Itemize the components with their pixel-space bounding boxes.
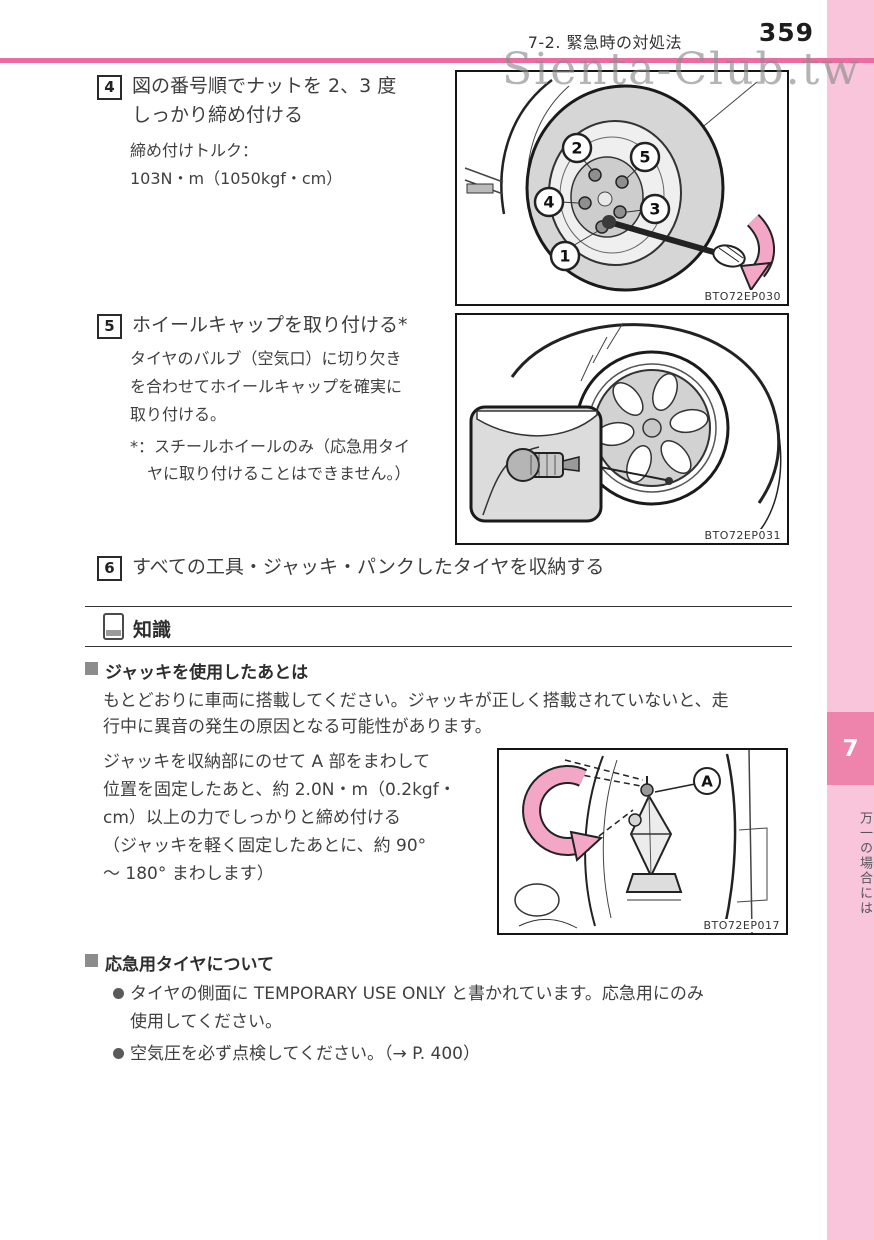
jack-detail: ジャッキを収納部にのせて A 部をまわして 位置を固定したあと、約 2.0N・m… — [103, 752, 456, 884]
bullet-icon — [113, 988, 124, 999]
figure-wheel-cap: BTO72EP031 — [455, 313, 789, 545]
step-6: 6 すべての工具・ジャッキ・パンクしたタイヤを収納する — [97, 553, 797, 582]
chapter-strip — [827, 0, 874, 1240]
figure-code: BTO72EP031 — [701, 529, 784, 542]
step-6-title: すべての工具・ジャッキ・パンクしたタイヤを収納する — [132, 556, 605, 578]
step-5: 5 ホイールキャップを取り付ける* — [97, 311, 452, 340]
step-number-badge: 5 — [97, 314, 122, 339]
chapter-tab: 7 — [827, 712, 874, 785]
valve-position — [665, 477, 673, 485]
svg-text:3: 3 — [649, 200, 660, 219]
step-number-badge: 6 — [97, 556, 122, 581]
point-a-marker — [693, 767, 721, 795]
svg-text:1: 1 — [559, 247, 570, 266]
section-square-icon — [85, 662, 98, 675]
section-square-icon — [85, 954, 98, 967]
hand — [712, 244, 746, 268]
nut-order-markers: 2 5 4 3 1 — [533, 132, 671, 272]
step-number-badge: 4 — [97, 75, 122, 100]
figure-code: BTO72EP030 — [701, 290, 784, 303]
rotation-arrow-head — [569, 830, 604, 862]
svg-text:5: 5 — [639, 148, 650, 167]
chapter-label: 万一の場合には — [857, 810, 872, 916]
divider — [85, 606, 792, 607]
figure-nut-tightening: 2 5 4 3 1 BTO72EP030 — [455, 70, 789, 306]
breadcrumb: 7-2. 緊急時の対処法 — [527, 33, 682, 52]
step-4-title: 図の番号順でナットを 2、3 度 しっかり締め付ける — [132, 75, 397, 126]
valve — [506, 448, 540, 482]
svg-text:A: A — [701, 772, 713, 790]
wheel-wrench-illustration: 2 5 4 3 1 — [464, 78, 775, 293]
svg-text:2: 2 — [571, 139, 582, 158]
rotation-arrow-head — [739, 261, 773, 293]
figure-code: BTO72EP017 — [700, 919, 783, 932]
figure-jack-stowing: A BTO72EP017 — [497, 748, 788, 935]
bullet-icon — [113, 1048, 124, 1059]
jack — [625, 776, 683, 901]
spare-tire-heading: 応急用タイヤについて — [85, 950, 274, 975]
step-4-detail: 締め付けトルク： 103N・m（1050kgf・cm） — [130, 141, 343, 188]
jack-after-use-heading: ジャッキを使用したあとは — [85, 658, 308, 683]
step-5-note: *：スチールホイールのみ（応急用タイ ヤに取り付けることはできません。） — [130, 437, 411, 483]
wheel-cap-illustration — [469, 322, 782, 540]
svg-text:4: 4 — [543, 193, 554, 212]
divider — [85, 646, 792, 647]
spare-tire-bullet-2: 空気圧を必ず点検してください。（→ P. 400） — [113, 1040, 803, 1068]
spare-tire-bullet-1: タイヤの側面に TEMPORARY USE ONLY と書かれています。応急用に… — [113, 980, 803, 1036]
book-icon — [103, 613, 124, 640]
jack-stowing-illustration: A — [514, 750, 768, 933]
step-4: 4 図の番号順でナットを 2、3 度 しっかり締め付ける — [97, 72, 452, 130]
step-5-title: ホイールキャップを取り付ける* — [132, 314, 408, 336]
page-number: 359 — [758, 18, 814, 47]
knowledge-header: 知識 — [103, 613, 171, 642]
step-5-body: タイヤのバルブ（空気口）に切り欠き を合わせてホイールキャップを確実に 取り付け… — [130, 349, 403, 424]
jack-intro: もとどおりに車両に搭載してください。ジャッキが正しく搭載されていないと、走 行中… — [103, 691, 729, 737]
header-rule — [0, 58, 874, 63]
